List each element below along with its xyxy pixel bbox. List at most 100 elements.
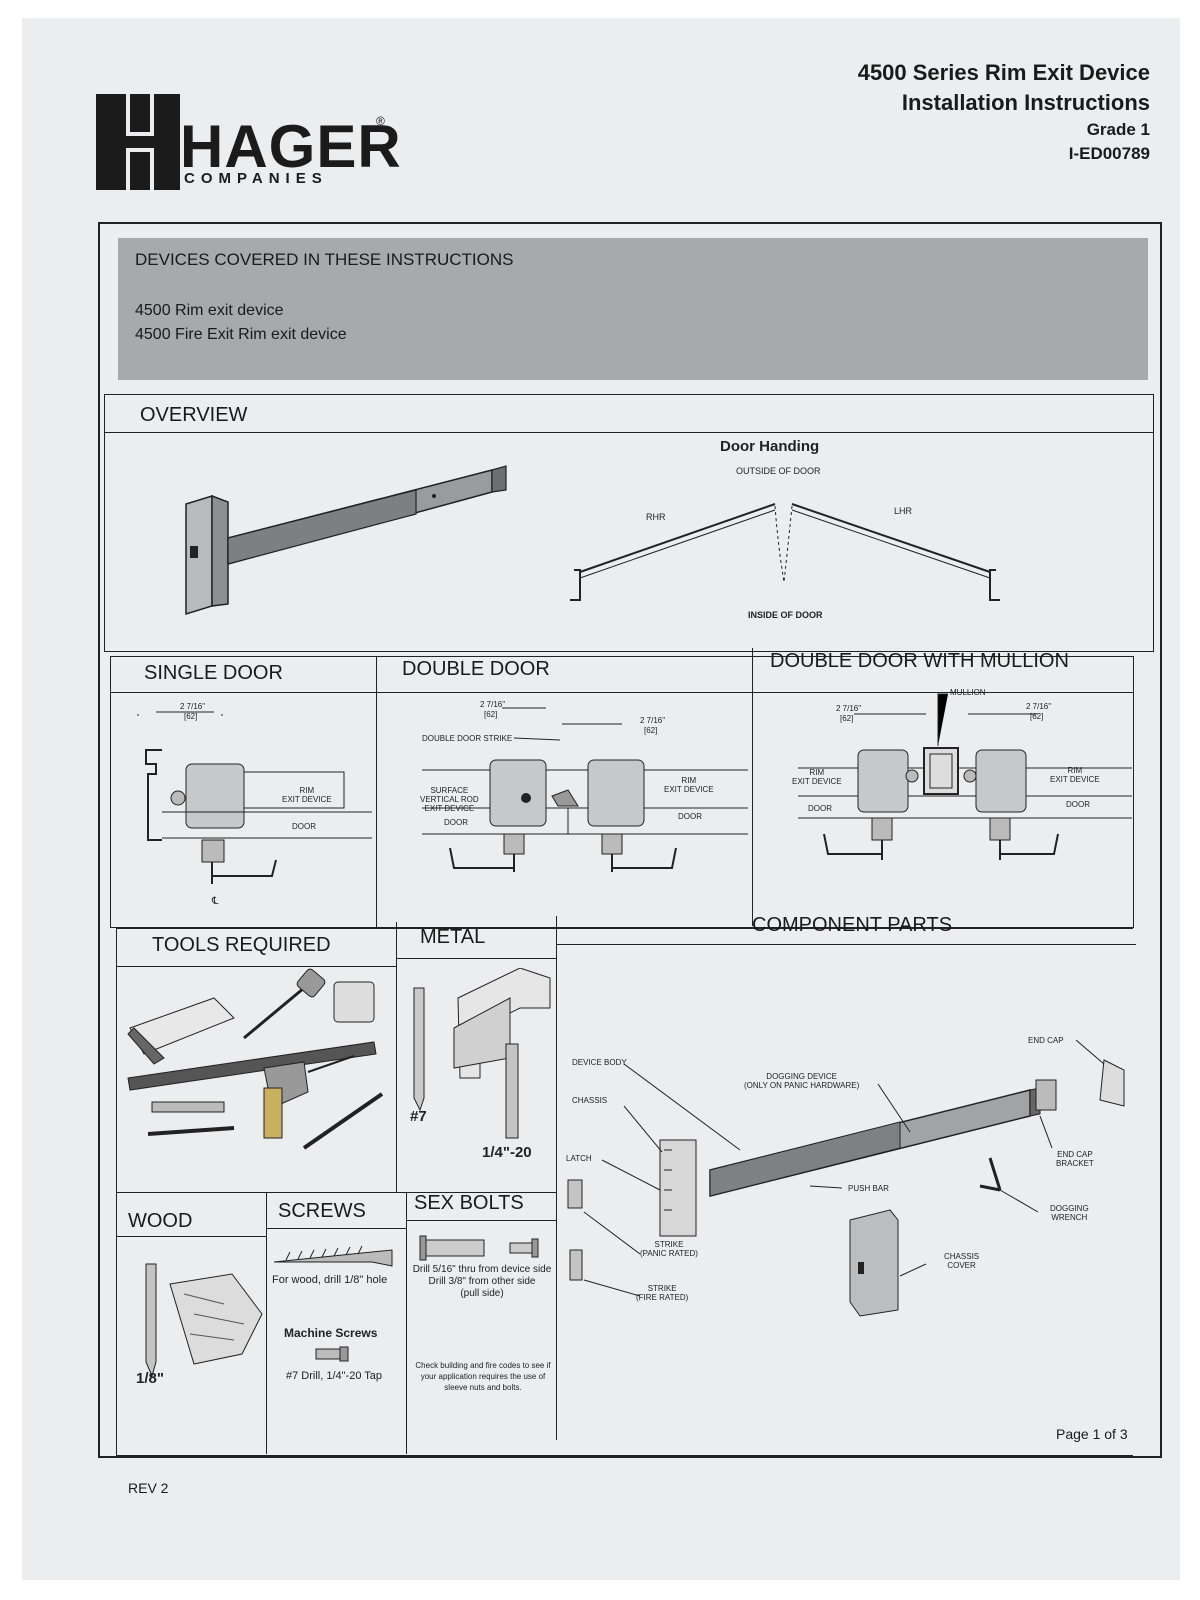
- devices-covered-band: [118, 238, 1148, 380]
- mullion-dim-2-mm: [62]: [1030, 712, 1044, 721]
- exit-device-illustration: [185, 465, 507, 616]
- page-number: Page 1 of 3: [1056, 1426, 1128, 1442]
- divider-single-double: [376, 656, 377, 928]
- mullion-dim-1: 2 7/16": [836, 704, 862, 713]
- divider-wood-screws: [266, 1192, 267, 1454]
- end-cap-bracket-label: END CAP BRACKET: [1056, 1150, 1094, 1168]
- mullion-door-label-right: DOOR: [1066, 800, 1090, 809]
- machine-screws-title: Machine Screws: [284, 1326, 378, 1340]
- sexbolts-title-divider: [406, 1220, 556, 1221]
- overview-divider: [104, 432, 1154, 433]
- sex-bolt-text-1: Drill 5/16" thru from device side: [412, 1264, 552, 1275]
- devices-heading: DEVICES COVERED IN THESE INSTRUCTIONS: [135, 250, 514, 269]
- single-centerline: ℄: [212, 896, 219, 907]
- tools-title-divider: [116, 966, 396, 967]
- device-item-1: 4500 Rim exit device: [135, 302, 284, 319]
- metal-title-divider: [396, 958, 556, 959]
- mullion-label: MULLION: [950, 688, 986, 697]
- wood-illustration: [145, 1263, 263, 1378]
- metal-illustration: [413, 968, 551, 1139]
- divider-tools-metal: [396, 922, 397, 1192]
- doc-grade: Grade 1: [1086, 120, 1150, 139]
- sex-bolt-icon: [419, 1235, 539, 1261]
- dogging-wrench-label: DOGGING WRENCH: [1050, 1204, 1089, 1222]
- end-cap-label: END CAP: [1028, 1036, 1064, 1045]
- sex-bolt-code-note: Check building and fire codes to see if …: [415, 1361, 551, 1392]
- metal-tap-label: 1/4"-20: [482, 1144, 532, 1161]
- outside-of-door-label: OUTSIDE OF DOOR: [736, 466, 821, 476]
- wood-title-divider: [116, 1236, 266, 1237]
- double-rim-device-label: RIM EXIT DEVICE: [664, 776, 714, 794]
- double-dim-1: 2 7/16": [480, 700, 506, 709]
- tools-required-title: TOOLS REQUIRED: [152, 934, 331, 956]
- latch-label: LATCH: [566, 1154, 592, 1163]
- mullion-door-label-left: DOOR: [808, 804, 832, 813]
- chassis-label: CHASSIS: [572, 1096, 608, 1105]
- wood-drill-label: 1/8": [136, 1370, 164, 1387]
- double-dim-2-mm: [62]: [644, 726, 658, 735]
- door-config-divider: [110, 692, 1134, 693]
- push-bar-label: PUSH BAR: [848, 1184, 889, 1193]
- logo-subtitle: COMPANIES: [184, 170, 328, 187]
- wood-screw-text: For wood, drill 1/8" hole: [272, 1274, 388, 1286]
- component-title-divider: [556, 944, 1136, 945]
- mullion-rim-label-right: RIM EXIT DEVICE: [1050, 766, 1100, 784]
- overview-section: [104, 394, 1154, 652]
- divider-tools-bottom: [116, 1192, 556, 1193]
- machine-screw-icon: [315, 1346, 349, 1362]
- wood-screw-icon: [273, 1245, 393, 1267]
- double-door-label-left: DOOR: [444, 818, 468, 827]
- doc-title: 4500 Series Rim Exit Device: [857, 60, 1150, 85]
- double-dim-2: 2 7/16": [640, 716, 666, 725]
- lhr-label: LHR: [894, 506, 913, 516]
- double-dim-1-mm: [62]: [484, 710, 498, 719]
- double-door-title: DOUBLE DOOR: [402, 658, 550, 680]
- screws-title-divider: [266, 1228, 406, 1229]
- sex-bolt-text-2: Drill 3/8" from other side: [428, 1276, 536, 1287]
- surface-vertical-rod-label: SURFACE VERTICAL ROD EXIT DEVICE: [420, 786, 479, 813]
- rhr-label: RHR: [646, 512, 666, 522]
- single-dim: 2 7/16": [180, 702, 206, 711]
- mullion-dim-1-mm: [62]: [840, 714, 854, 723]
- divider-screws-sexbolts: [406, 1192, 407, 1454]
- double-door-strike-label: DOUBLE DOOR STRIKE: [422, 734, 513, 743]
- double-mullion-diagram: [798, 693, 1132, 860]
- dogging-device-label: DOGGING DEVICE (ONLY ON PANIC HARDWARE): [744, 1072, 860, 1090]
- strike-panic-label: STRIKE (PANIC RATED): [640, 1240, 698, 1258]
- sex-bolts-title: SEX BOLTS: [414, 1192, 524, 1214]
- component-parts-title: COMPONENT PARTS: [752, 914, 953, 936]
- hager-logo-icon: [96, 94, 180, 190]
- registered-mark: ®: [376, 114, 385, 128]
- logo-wordmark: HAGER: [180, 113, 402, 180]
- single-dim-mm: [62]: [184, 712, 198, 721]
- single-door-label: DOOR: [292, 822, 316, 831]
- mullion-rim-label-left: RIM EXIT DEVICE: [792, 768, 842, 786]
- door-config-row: [110, 656, 1134, 928]
- overview-title: OVERVIEW: [140, 404, 248, 426]
- door-handing-diagram: [570, 503, 1000, 601]
- double-door-label-right: DOOR: [678, 812, 702, 821]
- chassis-cover-label: CHASSIS COVER: [944, 1252, 980, 1270]
- single-device-label: RIM EXIT DEVICE: [282, 786, 332, 804]
- doc-subtitle: Installation Instructions: [901, 90, 1150, 115]
- double-door-diagram: [422, 707, 748, 872]
- door-handing-title: Door Handing: [720, 438, 820, 455]
- revision-label: REV 2: [128, 1480, 169, 1496]
- tools-illustration: [127, 968, 384, 1150]
- sex-bolt-text-3: (pull side): [460, 1288, 504, 1299]
- machine-screws-text: #7 Drill, 1/4"-20 Tap: [286, 1370, 383, 1382]
- metal-drill-label: #7: [410, 1108, 427, 1125]
- content-frame: [98, 222, 1162, 1458]
- metal-title: METAL: [420, 926, 486, 948]
- device-body-label: DEVICE BODY: [572, 1058, 627, 1067]
- strike-fire-label: STRIKE (FIRE RATED): [636, 1284, 689, 1302]
- single-door-title: SINGLE DOOR: [144, 662, 283, 684]
- screws-title: SCREWS: [278, 1200, 366, 1222]
- inside-of-door-label: INSIDE OF DOOR: [748, 610, 823, 620]
- wood-title: WOOD: [128, 1210, 193, 1232]
- divider-double-mullion: [752, 648, 753, 926]
- device-item-2: 4500 Fire Exit Rim exit device: [135, 326, 347, 343]
- single-door-diagram: [137, 711, 372, 884]
- mullion-dim-2: 2 7/16": [1026, 702, 1052, 711]
- doc-number: I-ED00789: [1068, 144, 1150, 163]
